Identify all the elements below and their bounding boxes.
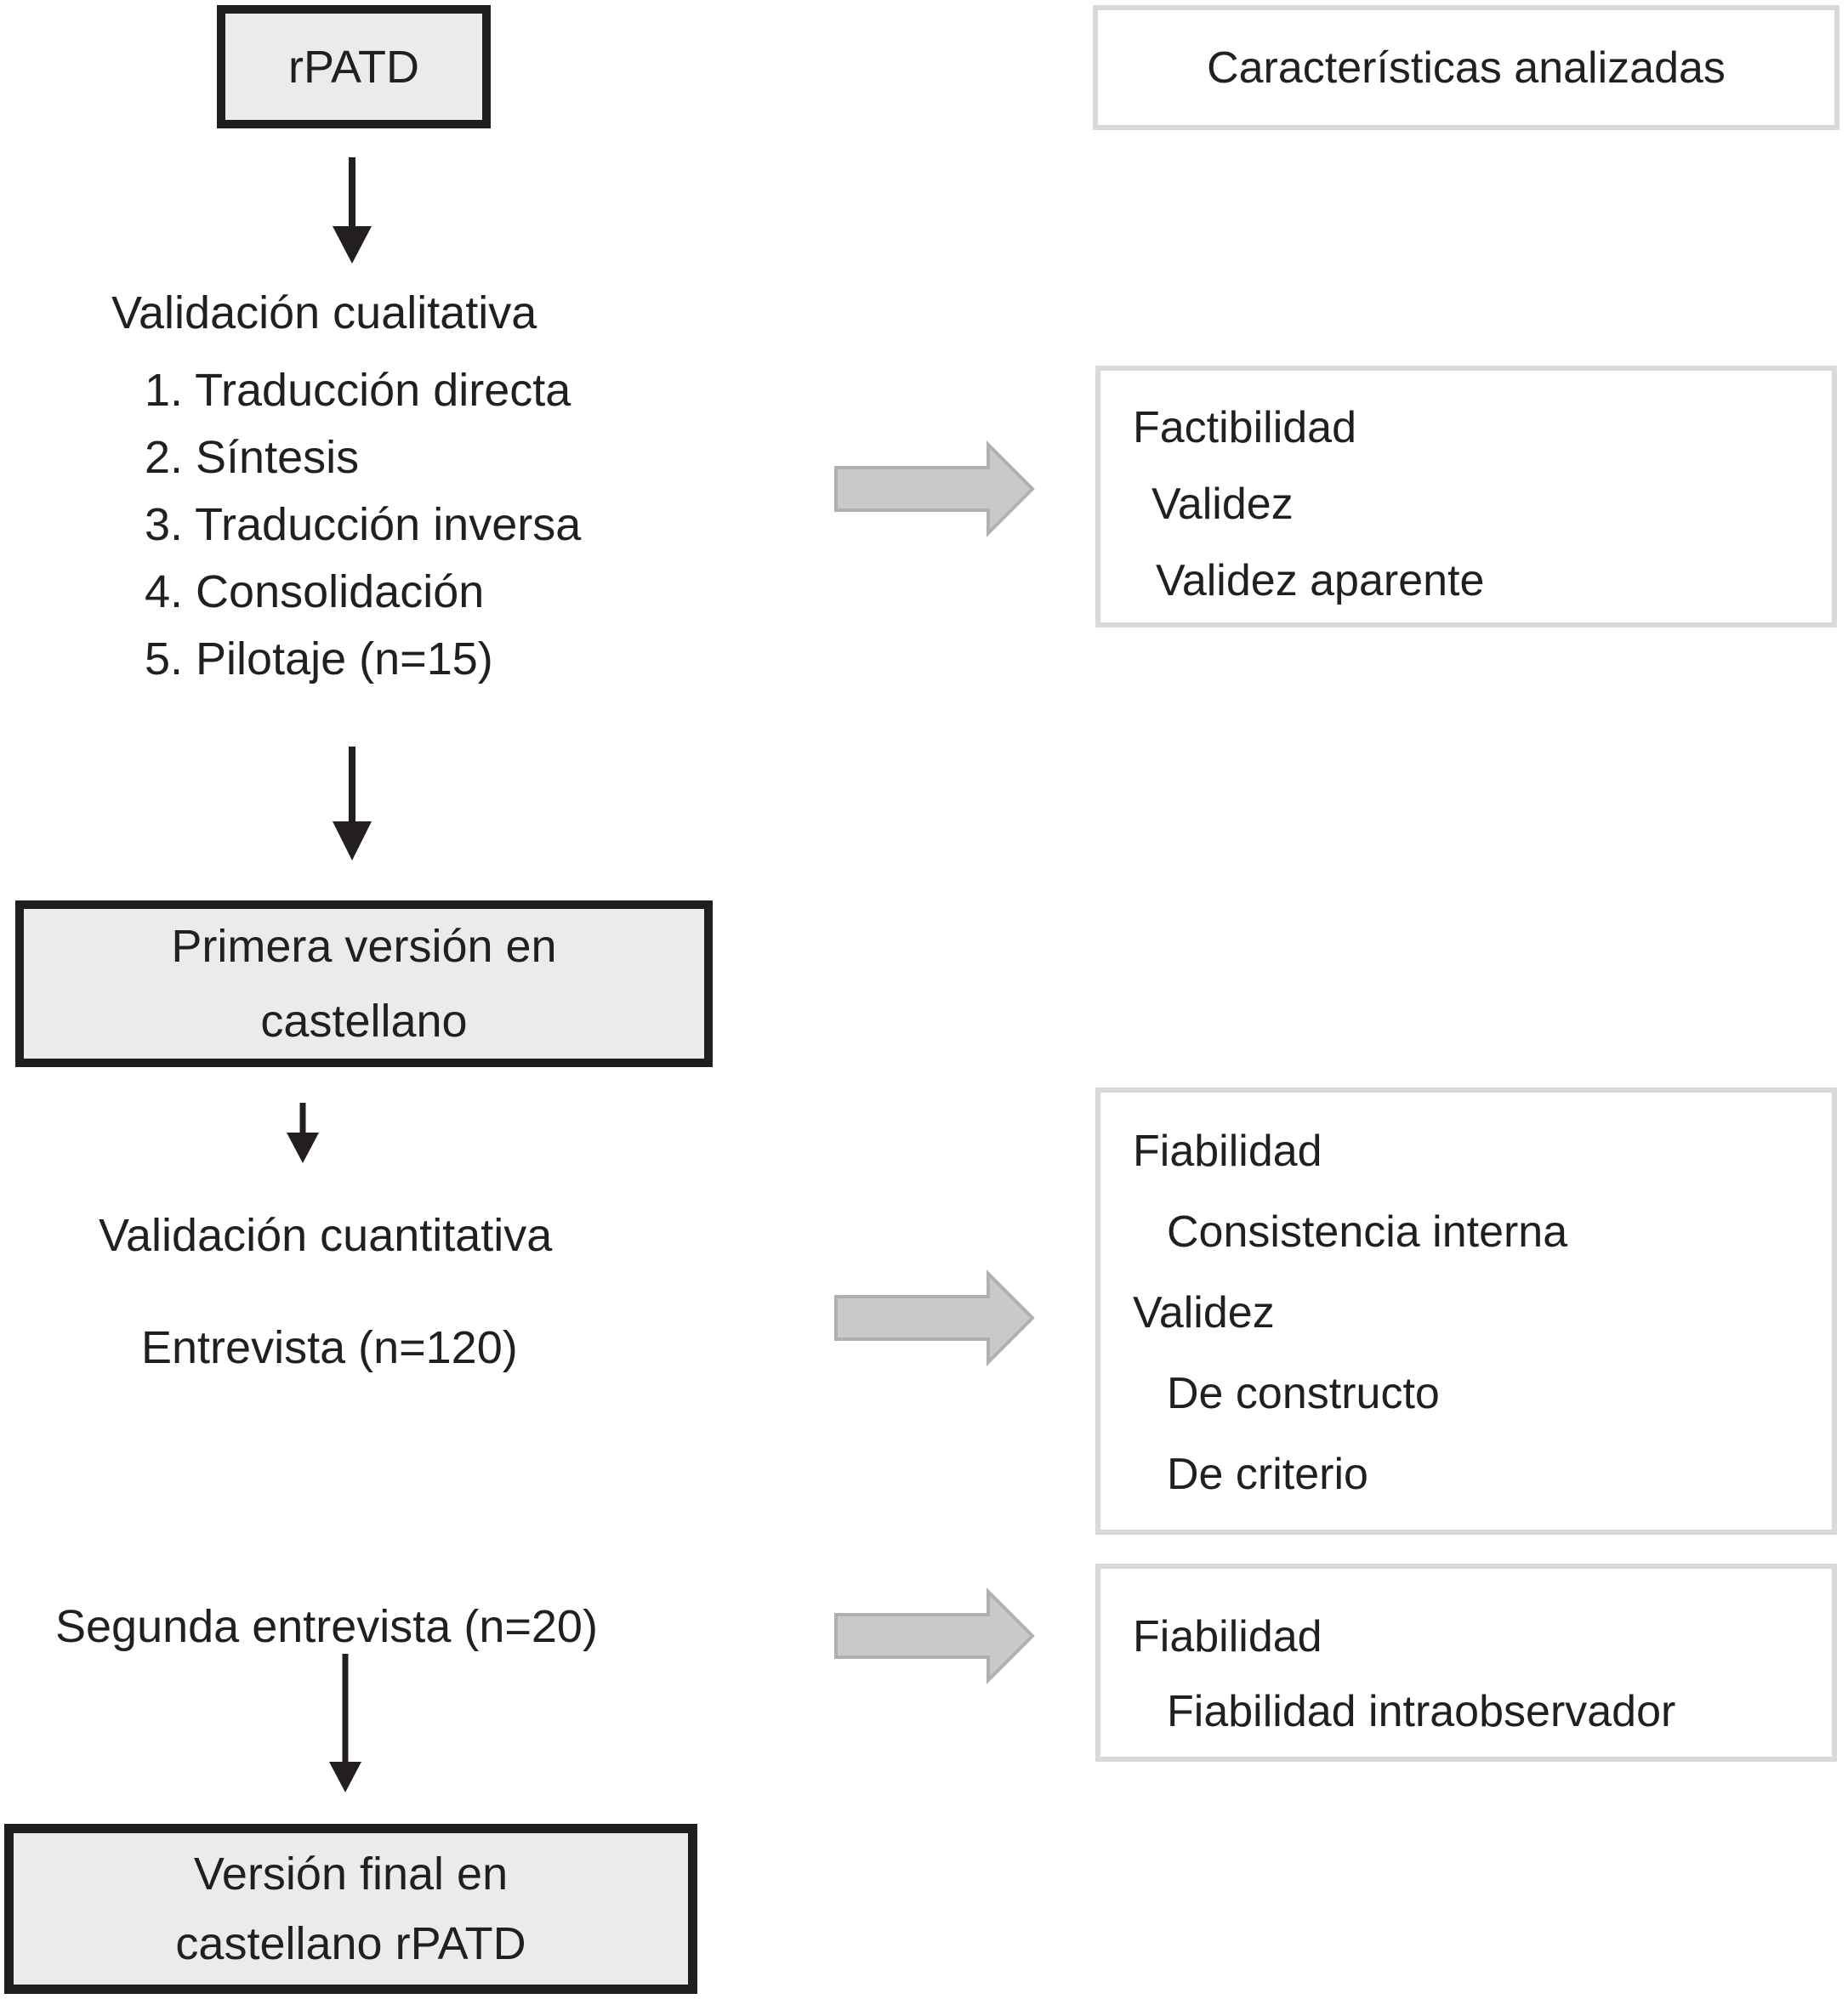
analyzed-characteristic: Fiabilidad bbox=[1133, 1127, 1322, 1176]
qualitative-title: Validación cualitativa bbox=[111, 287, 537, 338]
version-final-line: castellano rPATD bbox=[175, 1918, 526, 1969]
analyzed-characteristic: De criterio bbox=[1167, 1450, 1368, 1499]
analyzed-characteristic: Fiabilidad bbox=[1133, 1612, 1322, 1661]
caracteristicas-label: Características analizadas bbox=[1207, 43, 1726, 93]
analyzed-characteristic: Validez aparente bbox=[1156, 556, 1485, 605]
down-arrow-icon bbox=[287, 1103, 319, 1163]
analyzed-characteristic: Validez bbox=[1133, 1288, 1275, 1337]
rpatd-box: rPATD bbox=[217, 5, 491, 128]
qualitative-step: 5. Pilotaje (n=15) bbox=[145, 633, 493, 684]
rpatd-label: rPATD bbox=[288, 41, 419, 93]
right-arrow-icon bbox=[834, 440, 1035, 537]
analyzed-characteristic: Fiabilidad intraobservador bbox=[1167, 1687, 1676, 1736]
analyzed-characteristic: De constructo bbox=[1167, 1369, 1440, 1418]
fiabilidad-intraobservador-box: Fiabilidad Fiabilidad intraobservador bbox=[1095, 1564, 1837, 1762]
primera-version-line: Primera versión en bbox=[171, 921, 557, 972]
right-arrow-icon bbox=[834, 1587, 1035, 1684]
entrevista-label: Entrevista (n=120) bbox=[141, 1322, 518, 1373]
quantitative-title: Validación cuantitativa bbox=[99, 1210, 553, 1261]
factibilidad-box: Factibilidad Validez Validez aparente bbox=[1095, 366, 1837, 628]
down-arrow-icon bbox=[333, 157, 372, 264]
qualitative-step: 3. Traducción inversa bbox=[145, 499, 582, 550]
primera-version-box: Primera versión en castellano bbox=[15, 900, 713, 1067]
down-arrow-icon bbox=[329, 1654, 361, 1792]
fiabilidad-validez-box: Fiabilidad Consistencia interna Validez … bbox=[1095, 1088, 1837, 1535]
qualitative-step: 1. Traducción directa bbox=[145, 365, 571, 416]
down-arrow-icon bbox=[333, 747, 372, 860]
qualitative-step: 2. Síntesis bbox=[145, 432, 360, 483]
version-final-box: Versión final en castellano rPATD bbox=[4, 1824, 697, 1994]
qualitative-steps: 1. Traducción directa 2. Síntesis 3. Tra… bbox=[145, 357, 581, 693]
analyzed-characteristic: Factibilidad bbox=[1133, 403, 1357, 452]
caracteristicas-box: Características analizadas bbox=[1093, 5, 1839, 130]
segunda-entrevista-label: Segunda entrevista (n=20) bbox=[55, 1601, 598, 1652]
analyzed-characteristic: Consistencia interna bbox=[1167, 1207, 1568, 1257]
primera-version-line: castellano bbox=[260, 996, 468, 1047]
analyzed-characteristic: Validez bbox=[1151, 480, 1294, 529]
qualitative-step: 4. Consolidación bbox=[145, 566, 485, 617]
right-arrow-icon bbox=[834, 1269, 1035, 1366]
version-final-line: Versión final en bbox=[193, 1849, 509, 1900]
